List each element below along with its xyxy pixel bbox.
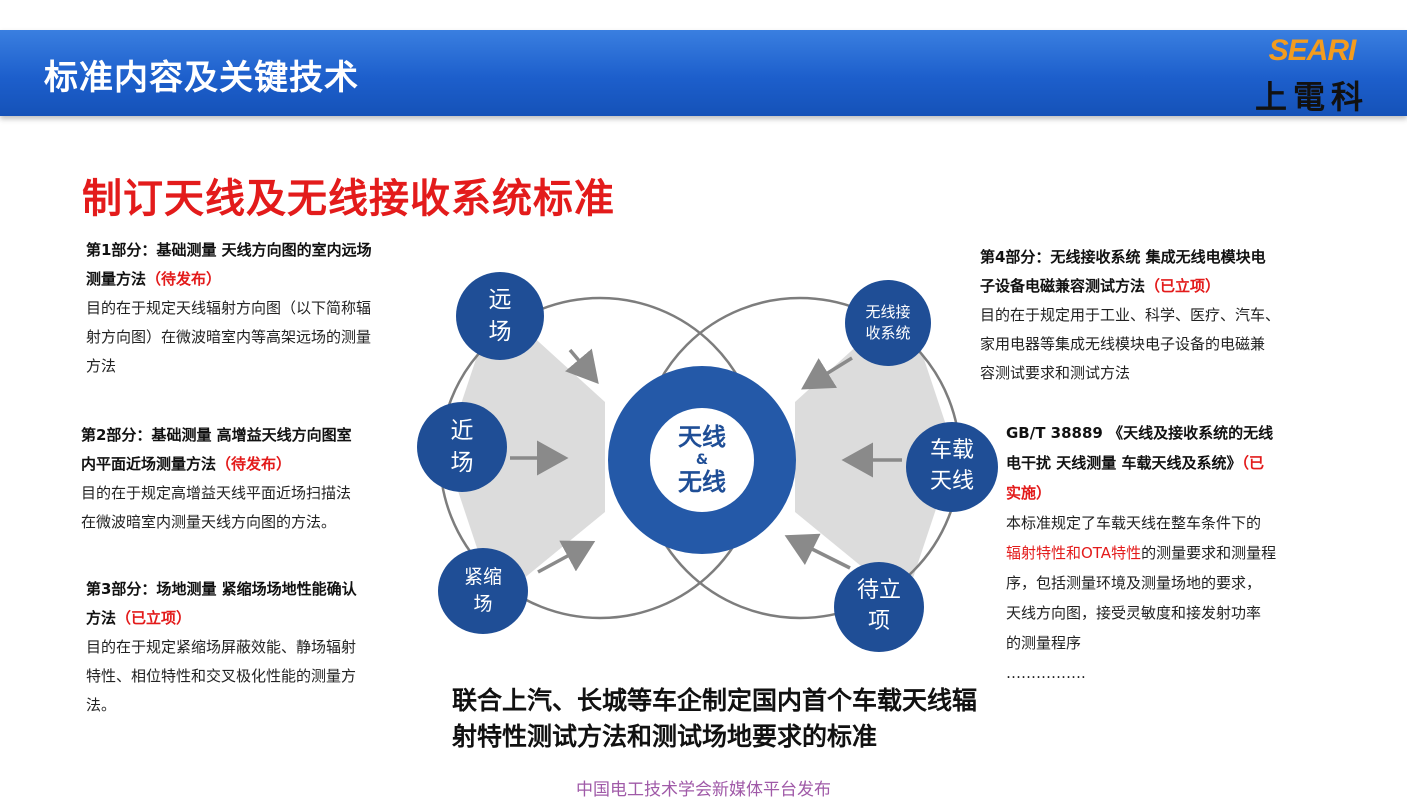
- gbt-heading: GB/T 38889 《天线及接收系统的无线 电干扰 天线测量 车载天线及系统》…: [1006, 418, 1326, 508]
- page-title: 标准内容及关键技术: [44, 58, 359, 98]
- part3-heading: 第3部分：场地测量 紧缩场场地性能确认 方法（已立项）: [86, 580, 357, 627]
- left-wedge: [445, 302, 605, 602]
- footer-note: 中国电工技术学会新媒体平台发布: [576, 780, 831, 800]
- part1-body: 目的在于规定天线辐射方向图（以下简称辐 射方向图）在微波暗室内等高架远场的测量 …: [86, 299, 372, 375]
- part3-status: （已立项）: [116, 609, 192, 627]
- node-compact-range: 紧缩场: [438, 548, 528, 634]
- part2-body: 目的在于规定高增益天线平面近场扫描法 在微波暗室内测量天线方向图的方法。: [81, 484, 352, 531]
- gbt-status-b: 实施）: [1006, 484, 1052, 502]
- part3-body: 目的在于规定紧缩场屏蔽效能、静场辐射 特性、相位特性和交叉极化性能的测量方 法。: [86, 638, 357, 714]
- part4-heading: 第4部分：无线接收系统 集成无线电模块电 子设备电磁兼容测试方法（已立项）: [980, 248, 1266, 295]
- gbt-highlight: 辐射特性和OTA特性: [1006, 544, 1142, 562]
- part1-heading-line: 测量方法（待发布）: [86, 270, 222, 288]
- part1-block: 第1部分：基础测量 天线方向图的室内远场 测量方法（待发布） 目的在于规定天线辐…: [86, 236, 416, 381]
- node-vehicle-antenna: 车载天线: [906, 422, 998, 512]
- part2-block: 第2部分：基础测量 高增益天线方向图室 内平面近场测量方法（待发布） 目的在于规…: [81, 421, 411, 537]
- node-wireless-rx: 无线接收系统: [845, 280, 931, 366]
- gbt-body: 本标准规定了车载天线在整车条件下的 辐射特性和OTA特性的测量要求和测量程 序，…: [1006, 514, 1277, 682]
- part1-status: （待发布）: [146, 270, 222, 288]
- seari-logo: SEARI 上電科: [1253, 34, 1371, 116]
- antenna-diagram: 天线 & 无线 远场 近场 紧缩场 无线接收系统 车载天线 待立项: [400, 250, 1000, 670]
- part4-status: （已立项）: [1145, 277, 1221, 295]
- part3-block: 第3部分：场地测量 紧缩场场地性能确认 方法（已立项） 目的在于规定紧缩场屏蔽效…: [86, 575, 416, 720]
- part2-heading: 第2部分：基础测量 高增益天线方向图室 内平面近场测量方法（待发布）: [81, 426, 352, 473]
- part1-heading-line: 第1部分：基础测量 天线方向图的室内远场: [86, 241, 372, 259]
- logo-text-en: SEARI: [1268, 34, 1357, 67]
- logo-text-cn: 上電科: [1254, 78, 1369, 116]
- part4-block: 第4部分：无线接收系统 集成无线电模块电 子设备电磁兼容测试方法（已立项） 目的…: [980, 243, 1325, 388]
- center-ring: [608, 366, 796, 554]
- arrow-pending: [784, 533, 851, 570]
- arrow-wireless-rx: [801, 356, 853, 390]
- gbt-block: GB/T 38889 《天线及接收系统的无线 电干扰 天线测量 车载天线及系统》…: [1006, 418, 1326, 688]
- node-far-field: 远场: [456, 272, 544, 360]
- gbt-status-a: （已: [1241, 454, 1264, 472]
- header-bar: 标准内容及关键技术 SEARI 上電科: [0, 30, 1407, 116]
- main-title: 制订天线及无线接收系统标准: [82, 176, 615, 222]
- part4-body: 目的在于规定用于工业、科学、医疗、汽车、 家用电器等集成无线模块电子设备的电磁兼…: [980, 306, 1281, 382]
- part1-heading: 第1部分：基础测量 天线方向图的室内远场 测量方法（待发布）: [86, 236, 416, 294]
- node-near-field: 近场: [417, 402, 507, 492]
- arrow-compact: [537, 540, 596, 574]
- node-pending: 待立项: [834, 562, 924, 652]
- center-label: 天线 & 无线: [678, 422, 726, 497]
- arrow-far-field: [565, 348, 599, 385]
- bottom-statement: 联合上汽、长城等车企制定国内首个车载天线辐 射特性测试方法和测试场地要求的标准: [452, 686, 978, 751]
- part2-status: （待发布）: [216, 455, 292, 473]
